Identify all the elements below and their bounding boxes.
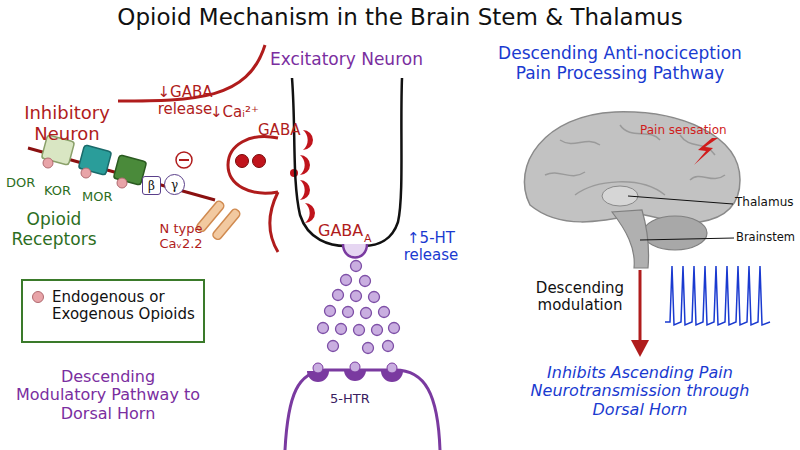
serotonin-receptor xyxy=(313,363,323,373)
gaba-vesicle xyxy=(253,155,266,168)
brain-gyrus xyxy=(690,175,725,180)
diagram-title: Opioid Mechanism in the Brain Stem & Tha… xyxy=(0,4,800,30)
neuron-label: Excitatory Neuron xyxy=(270,50,423,70)
receptor-label: DOR xyxy=(6,176,35,191)
brain-cerebellum xyxy=(643,216,707,250)
leader-line xyxy=(628,196,733,204)
gaba-a-receptor xyxy=(300,155,310,175)
receptor-label: GABA xyxy=(318,222,363,240)
channel-label: N type Caᵥ2.2 xyxy=(150,222,212,252)
release-label: ↑5-HT release xyxy=(398,230,464,265)
subunit-label: γ xyxy=(171,179,178,191)
legend-text: Endogenous or Exogenous Opioids xyxy=(52,289,202,324)
excitatory-neuron xyxy=(364,78,402,246)
brain-cerebrum xyxy=(524,112,740,223)
serotonin-vesicle xyxy=(343,307,354,318)
opioid-ligand xyxy=(117,178,127,188)
descending-arrow xyxy=(631,340,649,357)
serotonin-receptor xyxy=(350,362,360,372)
opioid-ligand xyxy=(81,168,91,178)
neuron-label: Inhibitory Neuron xyxy=(12,103,122,144)
effect-label: Inhibits Ascending Pain Neurotransmissio… xyxy=(526,364,754,419)
serotonin-receptor xyxy=(387,363,397,373)
pathway-title: Descending Anti-nociception Pain Process… xyxy=(478,44,762,83)
serotonin-vesicle xyxy=(354,325,365,336)
pain-label: Pain sensation xyxy=(640,124,727,138)
serotonin-vesicle xyxy=(333,290,344,301)
serotonin-vesicle xyxy=(383,341,394,352)
serotonin-vesicle xyxy=(363,343,374,354)
serotonin-vesicle xyxy=(369,292,380,303)
receptor-subscript: A xyxy=(364,233,372,246)
region-label: Brainstem xyxy=(736,231,795,244)
inhibition-symbol xyxy=(176,152,192,168)
legend-frame xyxy=(22,280,204,342)
subunit-label: β xyxy=(148,180,155,192)
pain-bolt xyxy=(694,138,718,165)
brain-stem xyxy=(612,210,649,268)
serotonin-vesicle xyxy=(328,341,339,352)
serotonin-vesicle xyxy=(351,261,362,272)
spike-train xyxy=(665,266,770,325)
inhibition-symbol xyxy=(179,159,189,161)
release-cup xyxy=(228,137,278,194)
serotonin-vesicle xyxy=(389,323,400,334)
gaba-a-receptor xyxy=(305,203,315,223)
brain-gyrus xyxy=(560,140,600,145)
gaba-a-receptor xyxy=(303,130,313,150)
brain-gyrus xyxy=(680,135,715,155)
brain-gyrus xyxy=(545,172,585,176)
release-site xyxy=(343,244,367,258)
legend-swatch xyxy=(32,291,44,303)
serotonin-vesicle xyxy=(372,325,383,336)
serotonin-vesicle xyxy=(361,308,372,319)
ion-label: ↓Caᵢ²⁺ xyxy=(210,104,259,121)
receptor-label: KOR xyxy=(44,184,71,199)
postsynaptic-neuron xyxy=(285,370,440,450)
transmitter-label: GABA xyxy=(258,122,300,139)
serotonin-vesicle xyxy=(325,306,336,317)
neuron-membrane xyxy=(270,192,278,252)
serotonin-vesicle xyxy=(379,307,390,318)
serotonin-vesicle xyxy=(336,324,347,335)
excitatory-neuron xyxy=(292,78,346,246)
beta-subunit: β xyxy=(142,176,161,195)
opioid-ligand xyxy=(43,158,53,168)
region-label: Thalamus xyxy=(735,196,794,210)
serotonin-vesicle xyxy=(360,276,371,287)
pathway-label: Descending Modulatory Pathway to Dorsal … xyxy=(16,368,200,423)
release-label: ↓GABA release xyxy=(152,84,218,119)
gaba-a-receptor xyxy=(300,180,310,200)
descending-arrow xyxy=(639,270,642,342)
receptor-label: 5-HTR xyxy=(330,392,370,407)
serotonin-vesicle xyxy=(351,291,362,302)
leader-line xyxy=(640,238,734,240)
serotonin-vesicle xyxy=(318,323,329,334)
gamma-subunit: γ xyxy=(164,174,185,195)
receptor-label: MOR xyxy=(82,190,112,205)
group-label: Opioid Receptors xyxy=(2,210,106,249)
gaba-vesicle xyxy=(236,155,249,168)
arrow-label: Descending modulation xyxy=(524,280,636,315)
serotonin-vesicle xyxy=(341,275,352,286)
calcium-channel xyxy=(211,208,241,241)
